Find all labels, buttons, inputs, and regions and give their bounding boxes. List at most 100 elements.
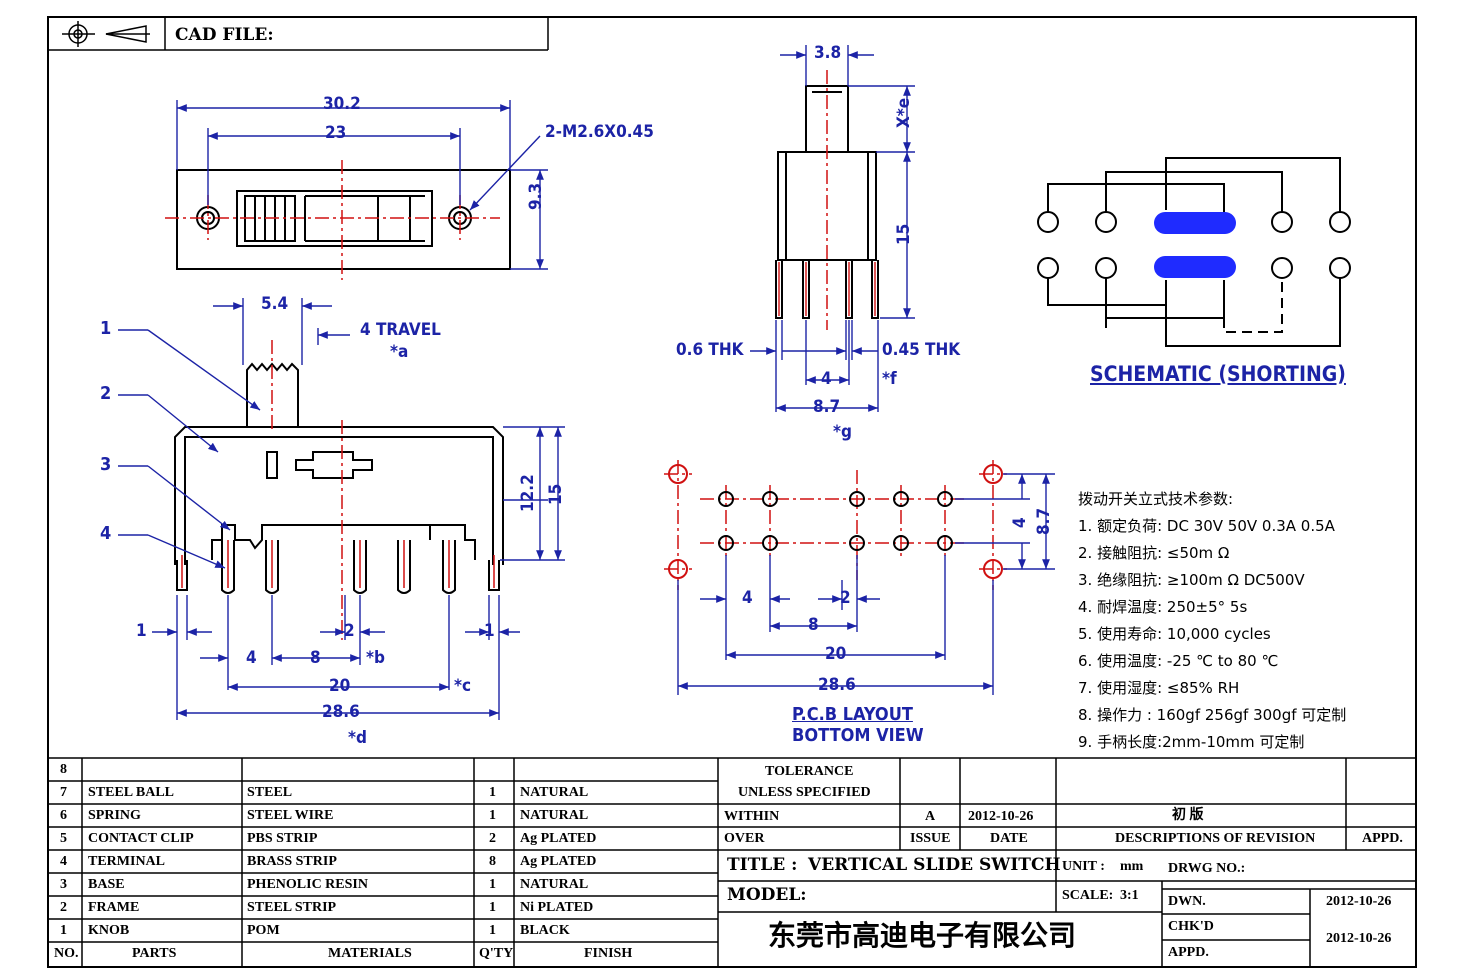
spec-item: 7. 使用湿度: ≤85% RH	[1078, 679, 1240, 697]
scale-value: 3:1	[1120, 888, 1139, 903]
dim-9-3: 9.3	[526, 182, 546, 210]
unless-specified-label: UNLESS SPECIFIED	[738, 785, 871, 800]
front-terminals	[176, 540, 500, 594]
schematic-diagram	[1037, 157, 1351, 347]
bom-material: STEEL	[247, 785, 293, 800]
dim-20-front: 20	[329, 676, 351, 696]
appd-header: APPD.	[1362, 831, 1403, 846]
bom-qty: 1	[489, 900, 496, 915]
bom-material: STEEL WIRE	[247, 808, 334, 823]
company-name: 东莞市高迪电子有限公司	[768, 919, 1077, 952]
title-label: TITLE :	[727, 855, 798, 875]
table-grid	[48, 757, 1416, 967]
bom-finish: Ag PLATED	[520, 831, 597, 846]
spec-item: 3. 绝缘阻抗: ≥100m Ω DC500V	[1078, 571, 1305, 589]
dim-1-left: 1	[136, 621, 147, 641]
dim-4-pcb: 4	[742, 588, 753, 608]
bom-finish: NATURAL	[520, 808, 589, 823]
issue-header: ISSUE	[910, 831, 951, 846]
drwg-no-label: DRWG NO.:	[1168, 861, 1246, 876]
tolerance-label: TOLERANCE	[765, 764, 854, 779]
ref-f: *f	[882, 369, 897, 389]
callout-3: 3	[100, 454, 112, 475]
approved-date: 2012-10-26	[1326, 931, 1392, 946]
dim-x-e: X*e	[894, 97, 914, 128]
bom-material: PBS STRIP	[247, 831, 318, 846]
bom-finish: NATURAL	[520, 877, 589, 892]
over-label: OVER	[724, 831, 765, 846]
ref-g: *g	[833, 422, 852, 442]
bom-part: BASE	[88, 877, 125, 892]
descriptions-header: DESCRIPTIONS OF REVISION	[1115, 831, 1316, 846]
revision-date: 2012-10-26	[968, 809, 1034, 824]
bom-material: PHENOLIC RESIN	[247, 877, 368, 892]
spec-item: 9. 手柄长度:2mm-10mm 可定制	[1078, 733, 1305, 751]
bom-header-finish: FINISH	[584, 946, 633, 961]
bom-header-no: NO.	[54, 946, 79, 961]
bom-material: BRASS STRIP	[247, 854, 337, 869]
dim-3-8: 3.8	[814, 43, 842, 63]
dim-12-2: 12.2	[518, 474, 538, 512]
spec-item: 2. 接触阻抗: ≤50m Ω	[1078, 544, 1230, 562]
cad-file-label: CAD FILE:	[175, 25, 274, 45]
travel-label: 4 TRAVEL	[360, 320, 441, 340]
bom-header-parts: PARTS	[132, 946, 177, 961]
bom-finish: BLACK	[520, 923, 570, 938]
dim-20-pcb: 20	[825, 644, 847, 664]
bom-no: 5	[60, 831, 67, 846]
bom-part: TERMINAL	[88, 854, 166, 869]
dim-5-4: 5.4	[261, 294, 289, 314]
pcb-caption-2: BOTTOM VIEW	[792, 725, 924, 746]
date-header: DATE	[990, 831, 1028, 846]
bom-part: CONTACT CLIP	[88, 831, 194, 846]
bom-no: 8	[60, 762, 67, 777]
bom-no: 7	[60, 785, 67, 800]
spec-heading: 拨动开关立式技术参数:	[1078, 490, 1234, 508]
bom-part: STEEL BALL	[88, 785, 174, 800]
dim-15-front: 15	[546, 483, 566, 505]
dim-2-front: 2	[344, 621, 355, 641]
spec-item: 4. 耐焊温度: 250±5° 5s	[1078, 598, 1248, 616]
scale-label: SCALE:	[1062, 888, 1114, 903]
ref-b: *b	[366, 648, 385, 668]
thk-0-6: 0.6 THK	[676, 340, 744, 360]
model-label: MODEL:	[727, 885, 807, 905]
thk-0-45: 0.45 THK	[882, 340, 961, 360]
bom-no: 4	[60, 854, 67, 869]
dim-28-6-pcb: 28.6	[818, 675, 856, 695]
bom-no: 6	[60, 808, 67, 823]
revision-description: 初 版	[1172, 808, 1204, 823]
travel-ref: *a	[390, 342, 409, 362]
dwn-label: DWN.	[1168, 894, 1206, 909]
dim-8-pcb: 8	[808, 615, 819, 635]
dim-15-side: 15	[894, 223, 914, 245]
bom-qty: 2	[489, 831, 496, 846]
bom-finish: NATURAL	[520, 785, 589, 800]
revision-issue: A	[925, 809, 936, 824]
dim-28-6-front: 28.6	[322, 702, 360, 722]
dim-23: 23	[325, 123, 347, 143]
spec-item: 8. 操作力 : 160gf 256gf 300gf 可定制	[1078, 706, 1347, 724]
bom-qty: 1	[489, 923, 496, 938]
appd-label: APPD.	[1168, 945, 1209, 960]
dwn-date: 2012-10-26	[1326, 894, 1392, 909]
unit-label: UNIT :	[1062, 859, 1105, 874]
dim-4-front: 4	[246, 648, 257, 668]
spec-item: 1. 额定负荷: DC 30V 50V 0.3A 0.5A	[1078, 517, 1335, 535]
ref-c: *c	[454, 676, 472, 696]
front-view	[174, 362, 504, 565]
unit-value: mm	[1120, 859, 1144, 874]
bom-part: SPRING	[88, 808, 141, 823]
bom-material: POM	[247, 923, 280, 938]
bom-qty: 1	[489, 808, 496, 823]
bom-part: FRAME	[88, 900, 140, 915]
bom-header-materials: MATERIALS	[328, 946, 412, 961]
within-label: WITHIN	[724, 809, 780, 824]
bom-header-qty: Q'TY	[479, 946, 514, 961]
dim-4-side: 4	[821, 369, 832, 389]
dim-30-2: 30.2	[323, 94, 361, 114]
spec-item: 6. 使用温度: -25 ℃ to 80 ℃	[1078, 652, 1279, 670]
bom-material: STEEL STRIP	[247, 900, 337, 915]
chkd-label: CHK'D	[1168, 919, 1214, 934]
